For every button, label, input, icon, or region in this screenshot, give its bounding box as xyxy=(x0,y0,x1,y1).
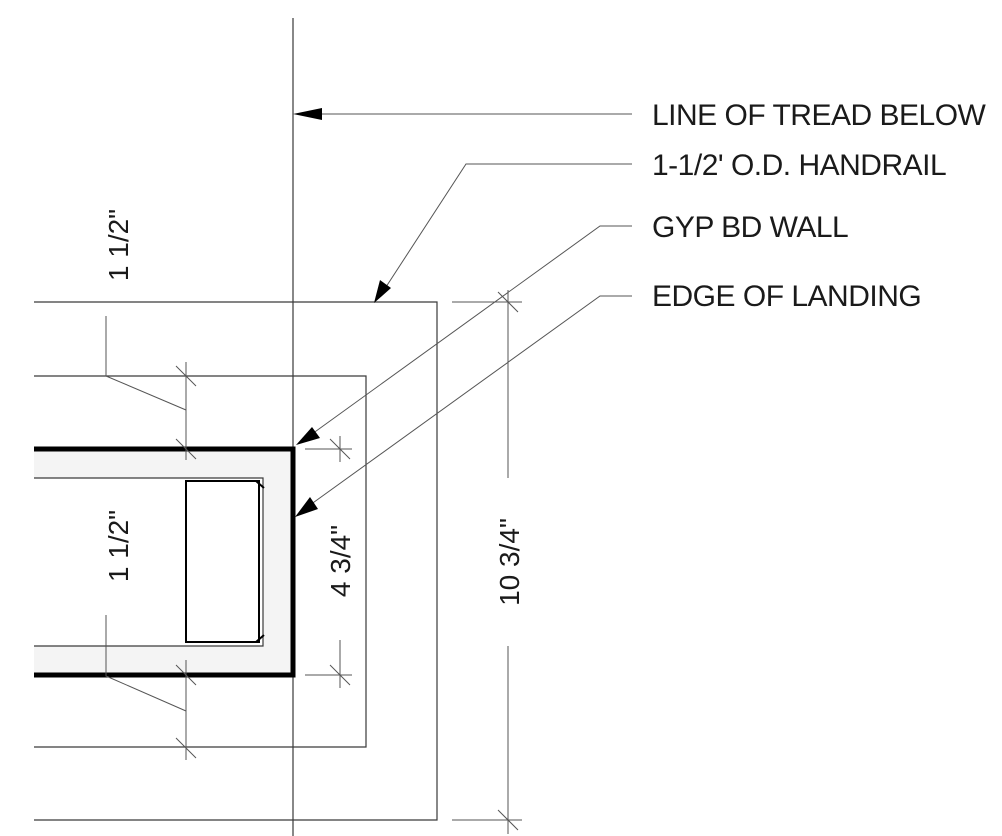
landing-outline xyxy=(34,301,438,821)
dim-rail-tick-1 xyxy=(329,438,351,460)
dim-overall-tick-1 xyxy=(497,291,519,313)
note-landing: EDGE OF LANDING xyxy=(652,280,921,313)
dim-bottom-leader xyxy=(105,615,187,712)
dim-bottom-label: 1 1/2" xyxy=(103,510,134,582)
dim-overall-label: 10 3/4" xyxy=(494,518,525,606)
dim-bottom-tick-1 xyxy=(175,664,197,686)
dim-bottom-tick-2 xyxy=(175,737,197,759)
dim-overall-tick-2 xyxy=(497,809,519,831)
tread-arrowhead xyxy=(293,108,322,120)
dim-top-label: 1 1/2" xyxy=(103,209,134,281)
handrail-bracket-top xyxy=(255,480,265,489)
note-tread: LINE OF TREAD BELOW xyxy=(652,99,987,132)
handrail-member xyxy=(185,480,260,643)
note-wall: GYP BD WALL xyxy=(652,211,848,244)
dim-top-leader xyxy=(105,316,187,411)
dim-top-tick-1 xyxy=(175,365,197,387)
gyp-wall-inner xyxy=(34,477,264,647)
wall-arrowhead xyxy=(296,427,320,445)
dim-rail-tick-2 xyxy=(329,664,351,686)
handrail-leader xyxy=(383,163,632,291)
handrail-arrowhead xyxy=(374,280,391,303)
landing-leader xyxy=(309,295,632,506)
note-handrail: 1-1/2' O.D. HANDRAIL xyxy=(652,149,946,182)
dim-rail-label: 4 3/4" xyxy=(325,525,356,597)
wall-leader xyxy=(311,225,632,435)
dim-top-tick-2 xyxy=(175,438,197,460)
gyp-wall-fill xyxy=(34,449,293,675)
middle-outline xyxy=(34,375,367,748)
handrail-bracket-bottom xyxy=(255,634,265,643)
gyp-wall-outline xyxy=(34,446,296,678)
landing-arrowhead xyxy=(295,497,318,517)
